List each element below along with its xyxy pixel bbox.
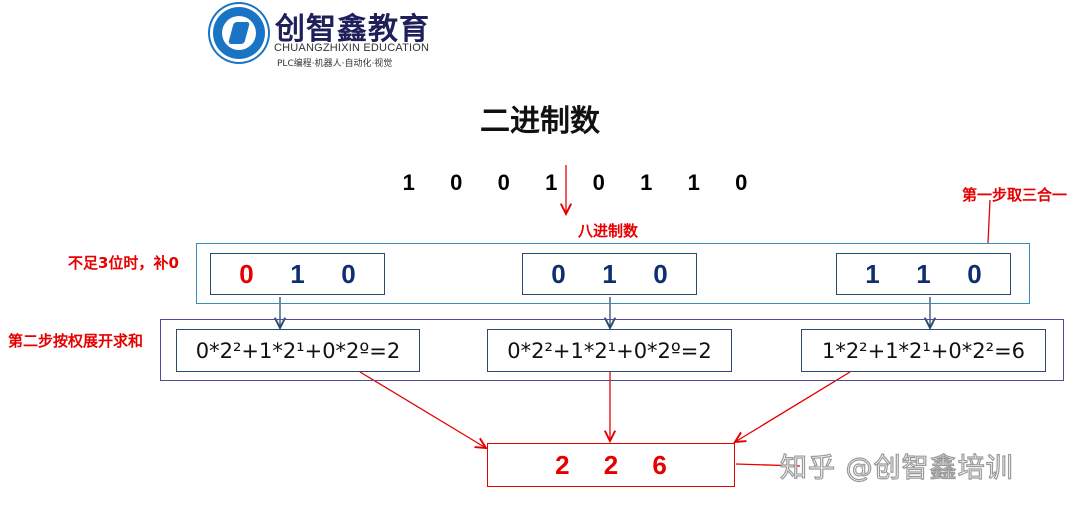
step1-label: 第一步取三合一 [962,186,1068,204]
logo-english-name: CHUANGZHIXIN EDUCATION [274,42,430,54]
page-title: 二进制数 [480,104,600,139]
group-digit: 0 [551,258,566,289]
step2-label: 第二步按权展开求和 [8,332,144,350]
group-box: 1 1 0 [836,253,1011,295]
group-box: 0 1 0 [210,253,385,295]
formula-box: 1*2²+1*2¹+0*2²=6 [801,329,1046,372]
result-box: 2 2 6 [487,443,735,487]
binary-digit: 1 [545,170,558,195]
result-digit: 2 [555,449,570,480]
binary-digit: 0 [497,170,510,195]
grouping-frame [196,243,1030,304]
step1-pointer [987,199,991,244]
logo-tagline: PLC编程·机器人·自动化·视觉 [277,59,393,69]
binary-digit: 0 [592,170,605,195]
formula-box: 0*2²+1*2¹+0*2º=2 [487,329,732,372]
result-arrow [359,371,486,448]
result-digit: 2 [603,449,619,480]
binary-digit: 1 [687,170,700,195]
binary-digit: 0 [450,170,463,195]
formula-box: 0*2²+1*2¹+0*2º=2 [176,329,420,372]
result-arrow [735,371,851,442]
group-box: 0 1 0 [522,253,697,295]
pad-zero-label: 不足3位时，补0 [68,254,179,272]
group-digit: 1 [916,258,931,289]
octal-label: 八进制数 [578,222,639,240]
binary-digit: 1 [402,170,415,195]
binary-number: 1 0 0 1 0 1 1 0 [385,170,765,196]
group-digit: 1 [602,258,617,289]
logo-name: 创智鑫教育 [275,12,430,47]
group-digit: 0 [967,258,982,289]
result-digit: 6 [652,449,667,480]
result-pointer [735,463,801,467]
logo-emblem-icon [210,4,268,62]
group-digit: 0 [341,258,356,289]
binary-digit: 1 [640,170,653,195]
group-digit: 1 [290,258,305,289]
group-digit: 0 [653,258,668,289]
group-digit: 1 [865,258,880,289]
watermark: 知乎 @创智鑫培训 [779,452,1014,484]
expansion-frame [160,319,1064,381]
padded-digit: 0 [239,258,254,289]
binary-digit: 0 [735,170,748,195]
